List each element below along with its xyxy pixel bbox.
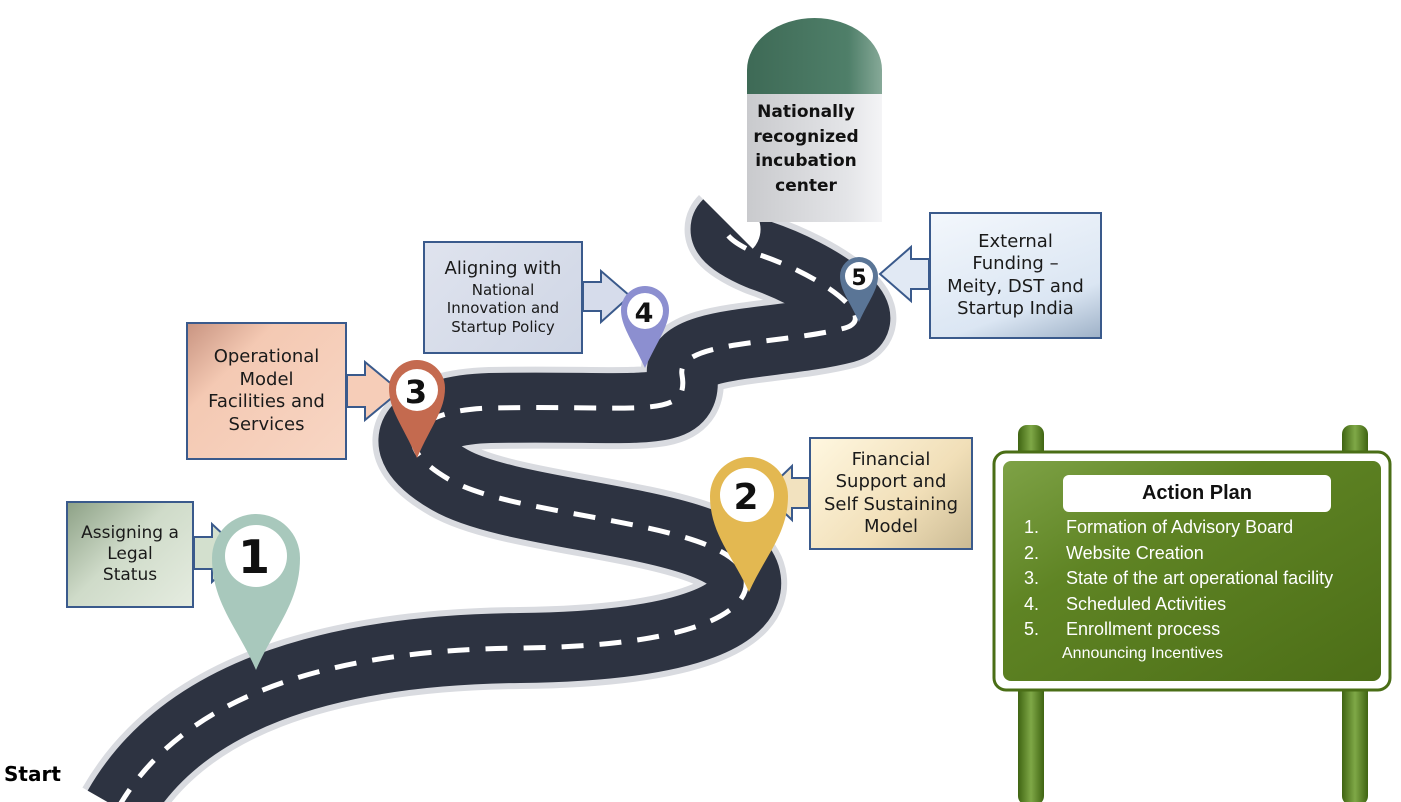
action-plan-item-number: 3. xyxy=(1024,568,1040,588)
pin-2-face xyxy=(720,468,774,522)
step-5-line-3: Meity, DST and xyxy=(947,275,1084,297)
milestone-line-2: recognized xyxy=(753,126,859,147)
step-1-line-1: Assigning a xyxy=(81,522,179,543)
step-1-line-3: Status xyxy=(102,565,158,586)
step-3-line-1: Operational xyxy=(213,346,320,367)
pin-4-face xyxy=(627,293,663,329)
arrow-step-3 xyxy=(346,359,402,423)
action-plan-item: 1. Formation of Advisory Board xyxy=(1024,515,1384,541)
action-plan-item: 5. Enrollment process xyxy=(1024,617,1384,643)
arrow-step-4 xyxy=(582,268,632,325)
action-plan-item-text: Formation of Advisory Board xyxy=(1066,517,1294,537)
action-plan-item-number: 5. xyxy=(1024,619,1040,639)
action-plan-item-number: 4. xyxy=(1024,593,1040,614)
action-plan-extra: Announcing Incentives xyxy=(1062,645,1223,662)
action-plan-item: 3. State of the art operational facility xyxy=(1024,566,1384,592)
step-5-line-1: External xyxy=(978,230,1053,252)
milestone-stone xyxy=(747,18,882,222)
step-4-line-2: National xyxy=(471,280,535,299)
pin-4: 4 xyxy=(621,286,669,368)
pin-2: 2 xyxy=(710,457,788,592)
step-2-line-3: Self Sustaining xyxy=(823,493,959,515)
pin-2-number: 2 xyxy=(733,477,758,518)
step-2-line-4: Model xyxy=(863,516,919,537)
step-2-callout: Financial Support and Self Sustaining Mo… xyxy=(809,437,973,550)
step-4-line-4: Startup Policy xyxy=(451,318,555,337)
milestone-line-3: incubation xyxy=(755,151,857,172)
step-1-line-2: Legal xyxy=(107,543,153,564)
action-plan-item-text: State of the art operational facility xyxy=(1066,568,1334,588)
step-4-line-3: Innovation and xyxy=(446,299,560,318)
step-2-line-1: Financial xyxy=(851,448,931,470)
step-4-callout: Aligning with National Innovation and St… xyxy=(423,241,583,354)
pin-5-number: 5 xyxy=(851,266,866,291)
action-plan-item-text: Website Creation xyxy=(1066,542,1204,563)
action-plan-item-text: Scheduled Activities xyxy=(1066,593,1227,614)
milestone-line-1: Nationally xyxy=(757,102,855,122)
step-3-line-2: Model xyxy=(239,368,294,390)
milestone-label: Nationally recognized incubation center xyxy=(748,100,864,199)
action-plan-list: 1. Formation of Advisory Board 2. Website … xyxy=(1024,515,1384,643)
pin-1: 1 xyxy=(212,514,300,670)
pin-5-face xyxy=(845,262,873,290)
step-5-line-4: Startup India xyxy=(957,298,1074,319)
pin-3-number: 3 xyxy=(405,373,427,411)
step-3-line-3: Facilities and xyxy=(208,391,325,412)
pin-5: 5 xyxy=(840,257,878,322)
pin-4-number: 4 xyxy=(635,298,654,329)
signboard-panel xyxy=(1003,461,1381,681)
step-4-line-1: Aligning with xyxy=(444,258,562,280)
action-plan-item: 4. Scheduled Activities xyxy=(1024,592,1384,618)
arrow-step-5 xyxy=(878,244,930,304)
action-plan-item: 2. Website Creation xyxy=(1024,541,1384,567)
action-plan-title: Action Plan xyxy=(1063,475,1331,512)
step-3-line-4: Services xyxy=(228,413,305,435)
action-plan-item-text: Enrollment process xyxy=(1066,619,1221,639)
milestone-line-4: center xyxy=(775,175,837,196)
pin-3: 3 xyxy=(389,360,445,458)
step-5-line-2: Funding – xyxy=(972,253,1059,274)
step-2-line-2: Support and xyxy=(835,471,947,492)
pin-3-face xyxy=(396,369,438,411)
step-5-callout: External Funding – Meity, DST and Startu… xyxy=(929,212,1102,339)
pins: 1 2 3 4 5 xyxy=(212,257,878,670)
action-plan-item-number: 2. xyxy=(1024,542,1040,563)
step-3-callout: Operational Model Facilities and Service… xyxy=(186,322,347,460)
pin-1-face xyxy=(225,525,287,587)
action-plan-item-number: 1. xyxy=(1024,517,1040,537)
start-label: Start xyxy=(4,762,61,786)
milestone-body xyxy=(747,94,882,222)
milestone-cap xyxy=(747,18,882,94)
pin-1-number: 1 xyxy=(238,530,270,584)
step-1-callout: Assigning a Legal Status xyxy=(66,501,194,608)
